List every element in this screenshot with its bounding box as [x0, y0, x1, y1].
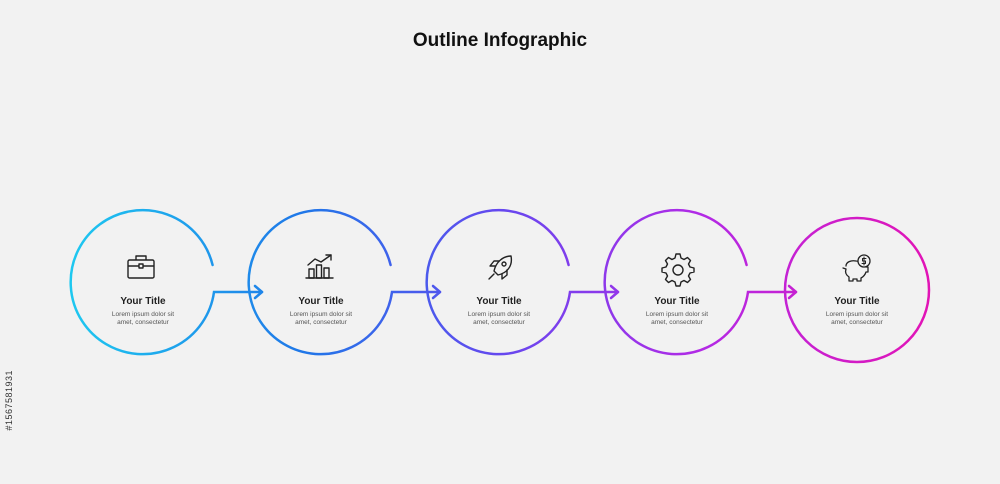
step-5-description: Lorem ipsum dolor sit amet, consectetur — [825, 311, 889, 326]
page-title: Outline Infographic — [412, 30, 588, 51]
step-5-circle — [783, 216, 931, 364]
step-1-description: Lorem ipsum dolor sit amet, consectetur — [111, 311, 175, 326]
step-3-title: Your Title — [476, 296, 522, 307]
step-4-title: Your Title — [654, 296, 700, 307]
step-4-circle — [603, 208, 798, 356]
rocket-icon — [488, 255, 513, 280]
arrow-head-2 — [431, 284, 442, 300]
piggy-bank-icon — [842, 254, 871, 282]
step-2-circle — [247, 208, 442, 356]
step-3-circle — [425, 208, 620, 356]
step-1-circle — [69, 208, 264, 356]
stock-image-id: #1567581931 — [4, 370, 14, 431]
step-5-label: Your Title Lorem ipsum dolor sit amet, c… — [797, 296, 917, 327]
arrow-head-4 — [787, 284, 798, 300]
step-3-description: Lorem ipsum dolor sit amet, consectetur — [467, 311, 531, 326]
arrow-head-1 — [253, 284, 264, 300]
step-1-label: Your Title Lorem ipsum dolor sit amet, c… — [83, 296, 203, 327]
growth-chart-icon — [305, 254, 334, 279]
step-1-title: Your Title — [120, 296, 166, 307]
briefcase-icon — [127, 255, 155, 279]
step-2-label: Your Title Lorem ipsum dolor sit amet, c… — [261, 296, 381, 327]
gear-icon — [661, 253, 695, 287]
step-4-label: Your Title Lorem ipsum dolor sit amet, c… — [617, 296, 737, 327]
arrow-head-3 — [609, 284, 620, 300]
step-2-title: Your Title — [298, 296, 344, 307]
step-4-description: Lorem ipsum dolor sit amet, consectetur — [645, 311, 709, 326]
step-5-title: Your Title — [834, 296, 880, 307]
step-2-description: Lorem ipsum dolor sit amet, consectetur — [289, 311, 353, 326]
step-3-label: Your Title Lorem ipsum dolor sit amet, c… — [439, 296, 559, 327]
